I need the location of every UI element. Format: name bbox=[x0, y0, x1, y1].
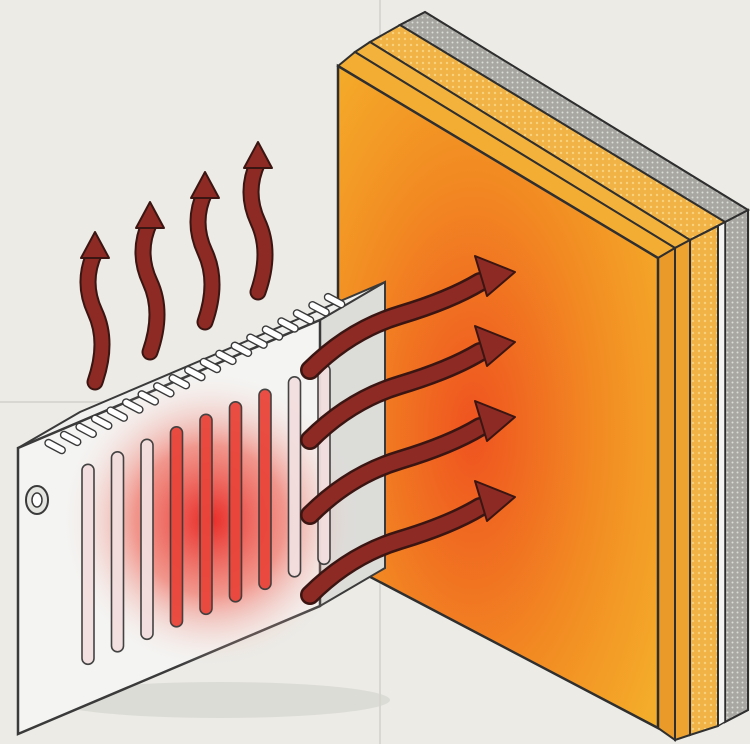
radiator-fin bbox=[82, 464, 94, 664]
radiator-fin bbox=[200, 414, 212, 614]
radiator-fin bbox=[318, 364, 330, 564]
radiator-valve bbox=[26, 486, 48, 514]
wall-membrane-layer bbox=[718, 222, 725, 726]
radiator-fin bbox=[289, 377, 301, 577]
radiator-fin bbox=[141, 439, 153, 639]
radiator-fin bbox=[171, 427, 183, 627]
radiator-fin bbox=[259, 389, 271, 589]
radiator-fin bbox=[112, 452, 124, 652]
radiator-fin bbox=[230, 402, 242, 602]
